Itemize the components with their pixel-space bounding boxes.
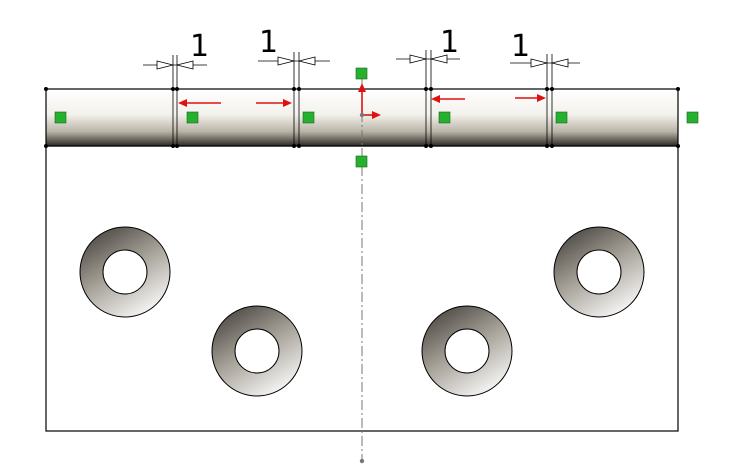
relation-icon: [355, 155, 368, 168]
dimension-label: 1: [440, 25, 459, 60]
gap-dimension-1[interactable]: 1: [143, 29, 209, 89]
relation-icon: [355, 67, 368, 80]
dimension-label: 1: [190, 29, 209, 64]
knuckle-gaps: [172, 89, 553, 146]
dimension-label: 1: [511, 29, 530, 64]
relation-icon: [438, 111, 451, 124]
hole-bottom-right[interactable]: [421, 305, 513, 397]
relation-icon: [555, 111, 568, 124]
relation-icon: [54, 111, 67, 124]
relation-icon: [686, 111, 699, 124]
hole-top-right[interactable]: [553, 226, 645, 318]
relation-icon: [302, 111, 315, 124]
hole-bottom-left[interactable]: [211, 305, 303, 397]
gap-dimension-4[interactable]: 1: [510, 29, 580, 89]
gap-dimension-3[interactable]: 1: [396, 25, 460, 89]
dimension-label: 1: [259, 25, 278, 60]
relation-icon: [186, 111, 199, 124]
direction-arrows: [178, 94, 546, 107]
origin-icon[interactable]: [358, 83, 381, 119]
relation-icons[interactable]: [54, 67, 699, 168]
hole-top-left[interactable]: [79, 226, 171, 318]
gap-dimension-2[interactable]: 1: [258, 25, 330, 89]
center-line-endpoint[interactable]: [359, 458, 365, 464]
